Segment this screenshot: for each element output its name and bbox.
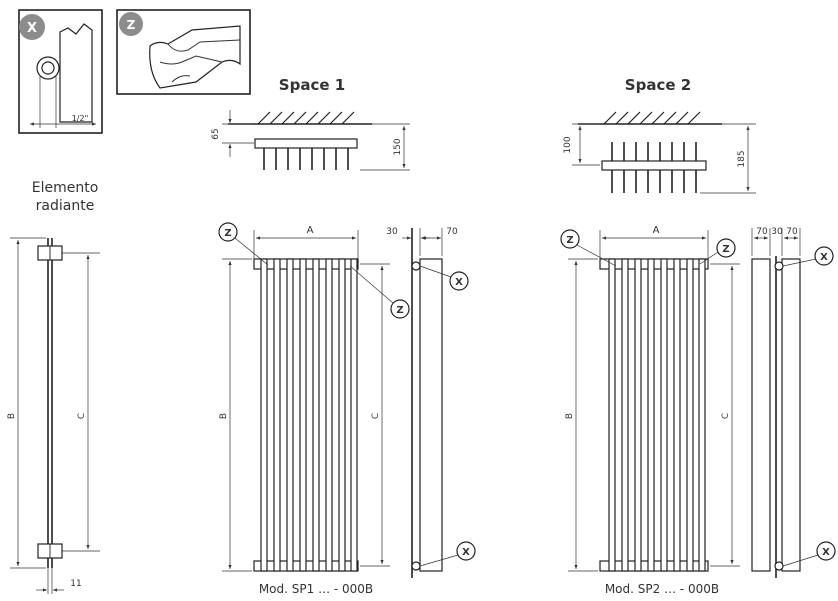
space1-callout-z-top — [218, 222, 238, 242]
space2-side-top-bracket — [774, 261, 784, 271]
space1-depth-label: 150 — [393, 138, 403, 155]
space1-callout-z-right-label: Z — [396, 305, 403, 316]
space2-callout-x-top — [814, 246, 834, 266]
space2-callout-z-right-label: Z — [722, 244, 729, 255]
space1-c-label: C — [371, 413, 381, 419]
space2-side-view: 70 30 70 X X — [751, 227, 836, 578]
space1-top-view: Space 1 65 150 — [211, 76, 410, 171]
x-half-inch-label: 1/2" — [72, 114, 89, 123]
space1-side-view: 30 70 X X — [386, 227, 476, 578]
space2-side-bottom-bracket — [774, 561, 784, 571]
space1-callout-z-right — [390, 299, 410, 319]
element-title-line1: Elemento — [32, 180, 99, 196]
x-badge-icon — [19, 14, 45, 40]
space1-callout-x-bottom — [456, 541, 476, 561]
element-title-line2: radiante — [36, 198, 95, 214]
space1-b-label: B — [219, 413, 229, 419]
space2-front-view: A B C Z Z Mod. SP2 … - 000B — [560, 225, 740, 596]
space1-a-label: A — [307, 225, 314, 236]
element-side-view: Elemento radiante B C 11 — [7, 180, 100, 594]
space2-collector — [601, 160, 707, 171]
detail-x-frame — [18, 9, 103, 134]
space1-callout-x-bottom-label: X — [462, 547, 470, 558]
detail-z: Z — [116, 9, 251, 95]
space2-callout-z-left — [560, 229, 580, 249]
space2-callout-z-left-label: Z — [566, 235, 573, 246]
space2-b-label: B — [565, 413, 575, 419]
x-pipe-inner — [41, 61, 55, 75]
z-badge-icon — [119, 12, 143, 36]
space2-side-30-label: 30 — [771, 227, 783, 237]
space1-side-bottom-bracket — [411, 561, 421, 571]
space2-depth-label: 185 — [737, 150, 747, 167]
space2-callout-x-top-label: X — [820, 252, 828, 263]
space2-top-view: Space 2 100 185 — [563, 76, 756, 194]
space2-side-70a-label: 70 — [756, 227, 768, 237]
x-pipe-section — [59, 23, 93, 123]
space1-model-label: Mod. SP1 … - 000B — [259, 582, 373, 596]
space1-side-gap-label: 30 — [386, 227, 398, 237]
space2-callout-x-bottom-label: X — [822, 547, 830, 558]
space2-title: Space 2 — [625, 76, 691, 94]
space2-callout-z-right — [716, 238, 736, 258]
element-b-label: B — [7, 413, 17, 419]
space2-callout-x-bottom — [816, 541, 836, 561]
space2-c-label: C — [721, 413, 731, 419]
x-badge-label: X — [27, 21, 37, 36]
space2-side-70b-label: 70 — [786, 227, 798, 237]
z-badge-label: Z — [127, 18, 136, 32]
space1-side-top-bracket — [411, 261, 421, 271]
space2-side-front-body — [751, 258, 771, 572]
space2-offset-label: 100 — [563, 136, 573, 153]
detail-x: X 1/2" — [18, 9, 103, 134]
element-c-label: C — [77, 413, 87, 419]
space2-model-label: Mod. SP2 … - 000B — [605, 582, 719, 596]
space2-tubes — [608, 258, 706, 572]
space1-offset-label: 65 — [211, 128, 221, 139]
detail-z-frame — [116, 9, 251, 95]
space1-callout-x-top-label: X — [455, 277, 463, 288]
space2-side-back-body — [781, 258, 801, 572]
space1-tubes — [260, 258, 358, 572]
space1-front-view: A B C Z Z Mod. SP1 … - 000B — [218, 222, 410, 596]
space2-a-label: A — [653, 225, 660, 236]
space1-callout-z-top-label: Z — [224, 228, 231, 239]
space1-side-body — [419, 258, 443, 572]
space1-title: Space 1 — [279, 76, 345, 94]
space1-side-depth-label: 70 — [446, 227, 458, 237]
element-thickness-label: 11 — [70, 579, 81, 589]
space1-collector — [254, 138, 358, 149]
space1-callout-x-top — [449, 271, 469, 291]
